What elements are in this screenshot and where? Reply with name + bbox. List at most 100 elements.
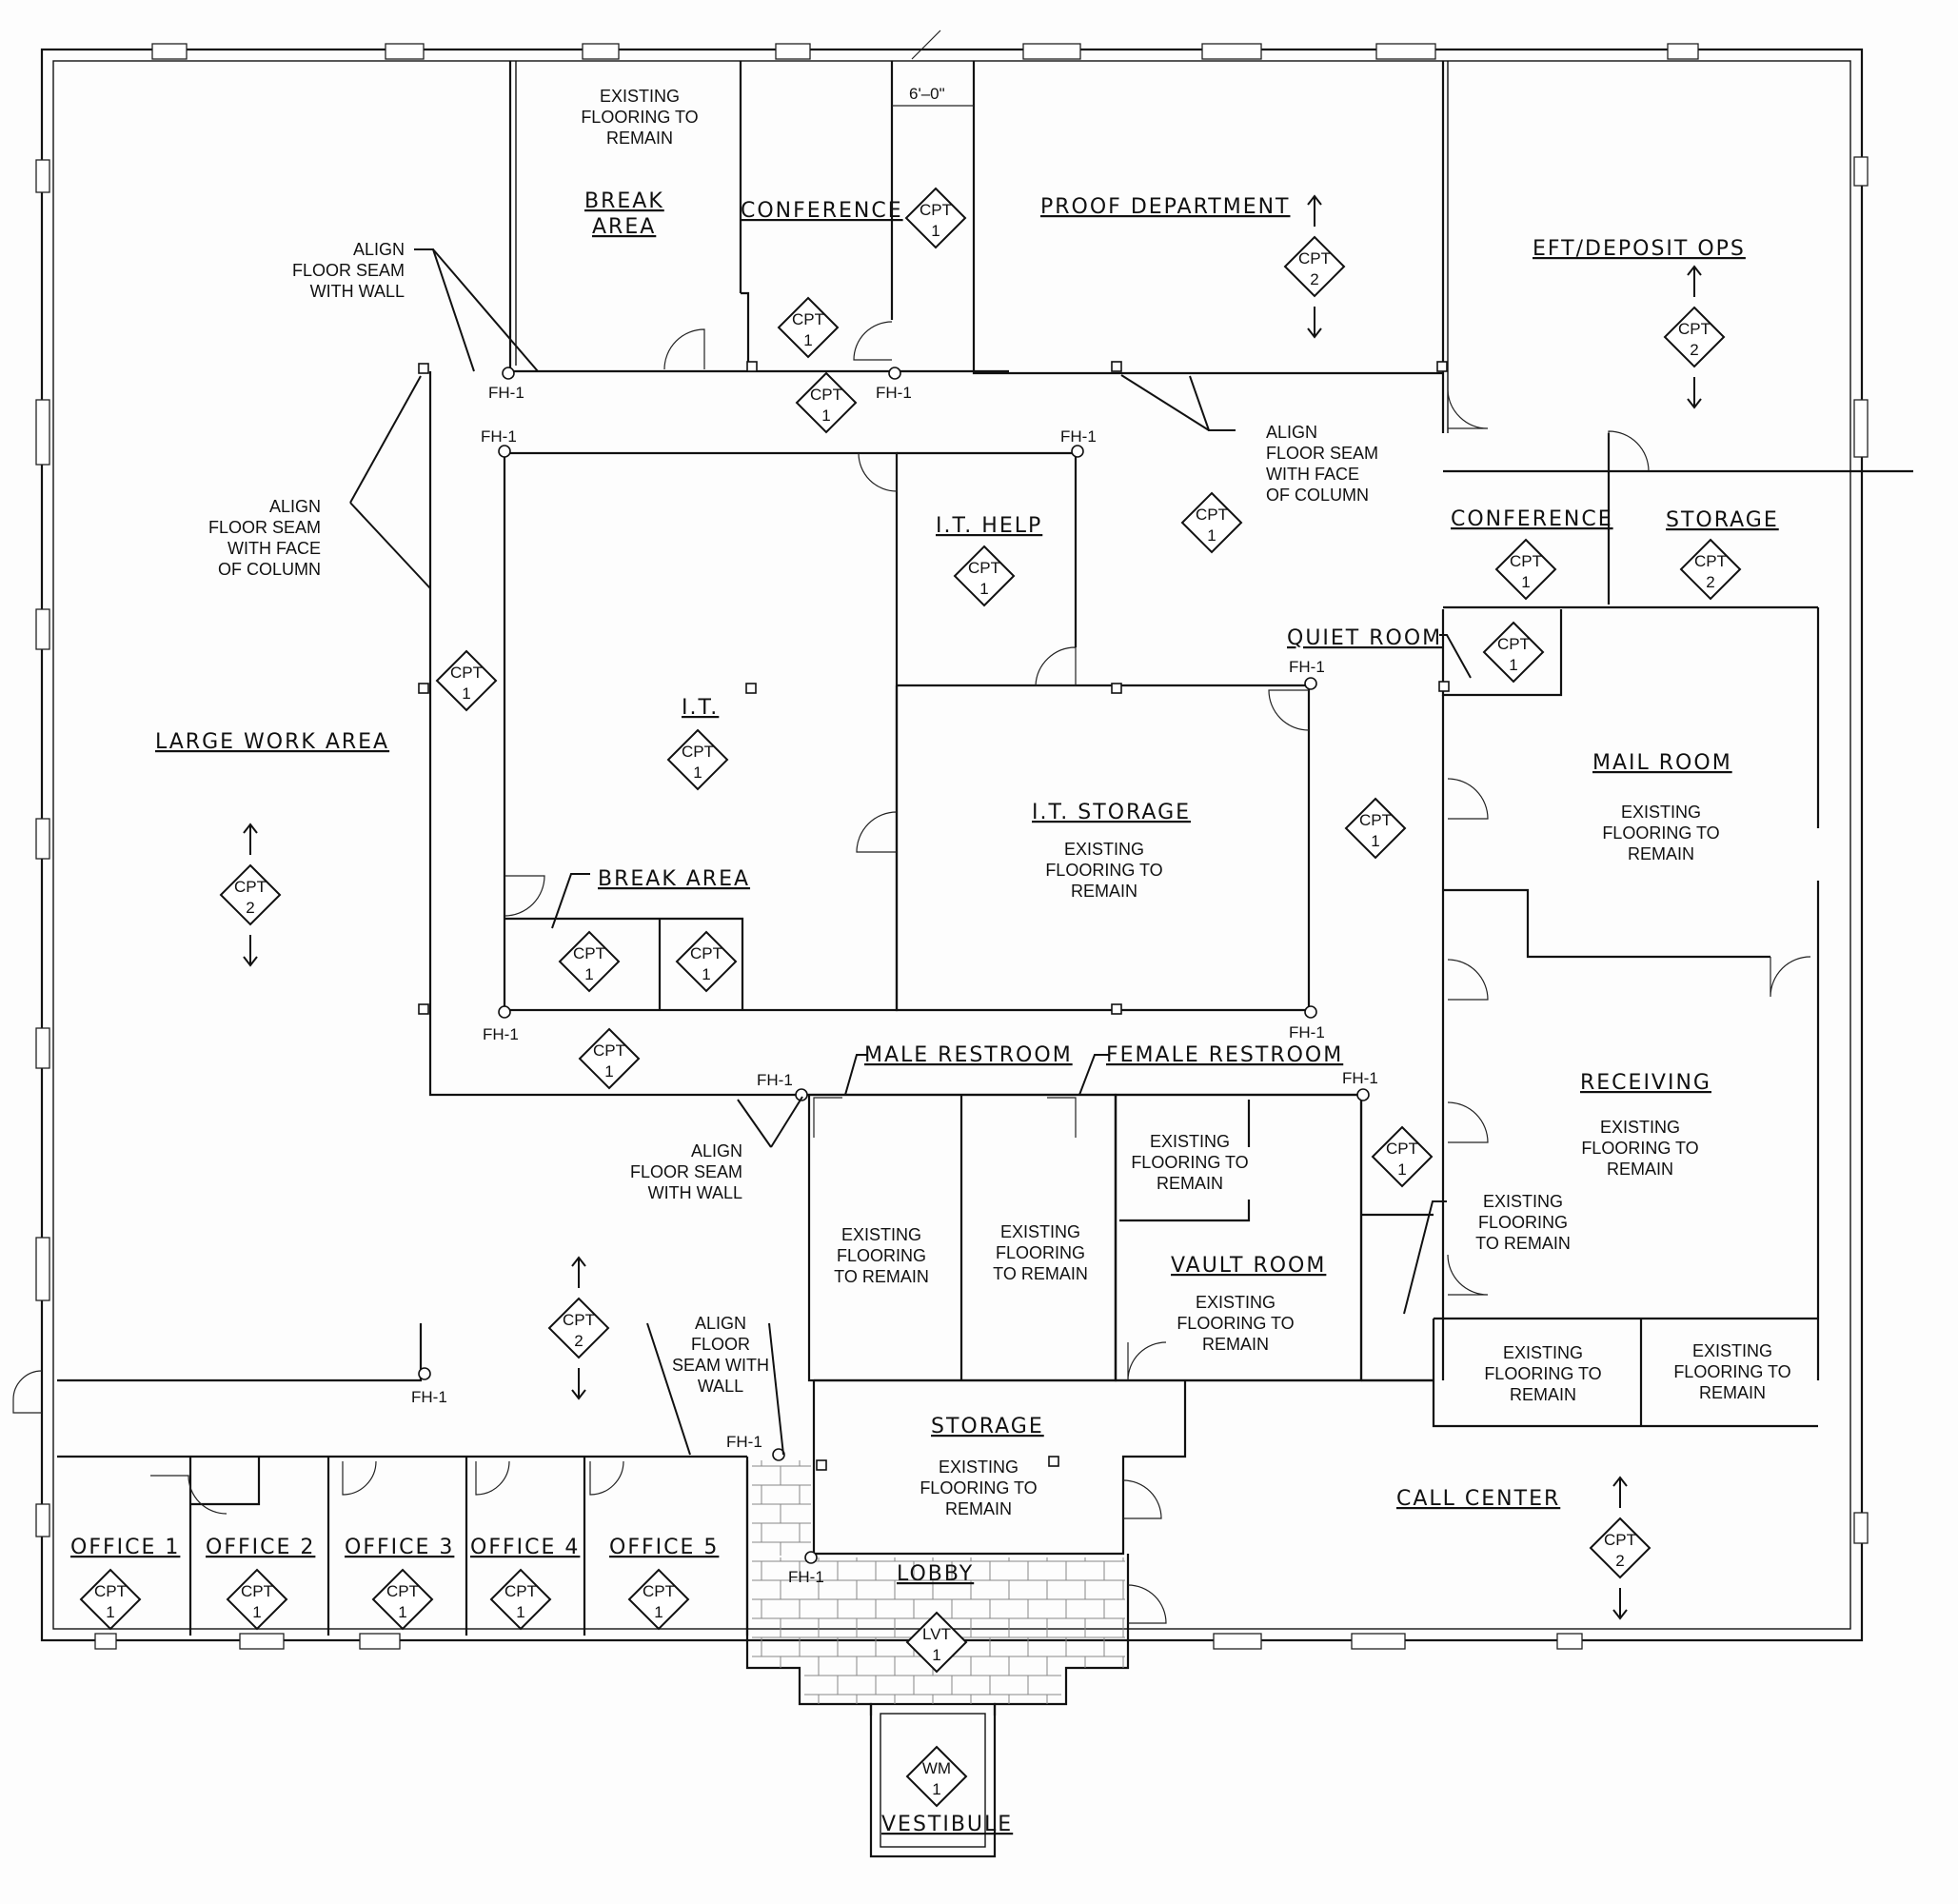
tag-code: CPT — [1510, 552, 1542, 570]
fh-label: FH-1 — [1289, 658, 1325, 676]
cpt-2-tag: CPT 2 — [1283, 235, 1346, 298]
tag-diamond — [777, 296, 840, 359]
tag-diamond — [547, 1297, 610, 1359]
fh-label: FH-1 — [481, 427, 517, 446]
tag-code: CPT — [643, 1582, 675, 1600]
room-proof-department: PROOF DEPARTMENT — [1040, 195, 1290, 219]
tag-diamond — [578, 1027, 641, 1090]
arrow-up-icon — [1687, 265, 1702, 297]
cpt-1-tag: CPT 1 — [489, 1568, 552, 1631]
leader-lines — [349, 248, 1472, 1456]
room-mail-room: MAIL ROOM — [1592, 751, 1732, 775]
tag-code: CPT — [690, 944, 722, 962]
tag-number: 2 — [1615, 1552, 1624, 1570]
tag-diamond — [226, 1568, 288, 1631]
room-break-area-mid: BREAK AREA — [598, 867, 750, 891]
room-labels: LARGE WORK AREA BREAK AREA CONFERENCE PR… — [70, 189, 1777, 1836]
fh-label: FH-1 — [876, 384, 912, 402]
room-lobby: LOBBY — [897, 1562, 974, 1586]
tag-code: CPT — [1694, 552, 1727, 570]
tag-number: 1 — [516, 1603, 524, 1621]
tag-diamond — [675, 930, 738, 993]
tag-diamond — [795, 371, 858, 434]
tag-code: CPT — [920, 201, 952, 219]
cpt-1-tag: CPT 1 — [1494, 538, 1557, 601]
fh-labels: FH-1 FH-1 FH-1 FH-1 FH-1 FH-1 FH-1 FH-1 … — [411, 384, 1378, 1586]
carpet-direction-arrows — [243, 194, 1702, 1620]
fh-markers — [418, 367, 1370, 1564]
tag-number: 1 — [932, 1780, 940, 1798]
tag-number: 1 — [821, 407, 830, 425]
tag-number: 1 — [1521, 573, 1530, 591]
tag-diamond — [1589, 1517, 1651, 1579]
tag-code: CPT — [593, 1041, 625, 1060]
interior-walls — [57, 61, 1913, 1858]
tag-number: 2 — [246, 899, 254, 917]
room-office-2: OFFICE 2 — [206, 1536, 315, 1559]
tag-diamond — [905, 1745, 968, 1808]
tag-code: CPT — [386, 1582, 419, 1600]
tag-code: CPT — [1497, 635, 1530, 653]
tag-code: CPT — [573, 944, 605, 962]
tag-diamond — [953, 545, 1016, 607]
windows — [35, 43, 1869, 1650]
fh-label: FH-1 — [1342, 1069, 1378, 1087]
tag-diamond — [1679, 538, 1742, 601]
tag-code: CPT — [1359, 811, 1392, 829]
tag-diamond — [1482, 621, 1545, 684]
tag-diamond — [1371, 1125, 1434, 1188]
tag-diamond — [435, 649, 498, 712]
doors — [12, 30, 1811, 1624]
room-vault-room: VAULT ROOM — [1171, 1254, 1326, 1278]
tag-diamond — [627, 1568, 690, 1631]
tag-number: 1 — [1371, 832, 1379, 850]
room-office-4: OFFICE 4 — [470, 1536, 580, 1559]
arrow-down-icon — [1687, 377, 1702, 409]
room-break-area-top-2: AREA — [592, 215, 656, 239]
tag-number: 1 — [931, 222, 939, 240]
tag-code: CPT — [1298, 249, 1331, 268]
tag-diamond — [1180, 491, 1243, 554]
tag-number: 2 — [1310, 270, 1318, 288]
tag-code: LVT — [922, 1625, 951, 1643]
dimension-text: 6'–0" — [909, 85, 945, 103]
tag-code: CPT — [504, 1582, 537, 1600]
room-vestibule: VESTIBULE — [881, 1813, 1013, 1836]
tag-number: 2 — [1690, 341, 1698, 359]
tag-code: CPT — [968, 559, 1000, 577]
arrow-up-icon — [571, 1256, 586, 1288]
fh-label: FH-1 — [483, 1025, 519, 1043]
fh-label: FH-1 — [788, 1568, 824, 1586]
arrow-up-icon — [1612, 1476, 1628, 1508]
arrow-up-icon — [243, 823, 258, 855]
room-office-5: OFFICE 5 — [609, 1536, 719, 1559]
room-conference-right: CONFERENCE — [1451, 507, 1613, 531]
tag-number: 2 — [1706, 573, 1714, 591]
dimension-6ft: 6'–0" — [892, 85, 974, 107]
wm-1-tag: WM1 — [905, 1745, 968, 1808]
room-female-restroom: FEMALE RESTROOM — [1106, 1043, 1343, 1067]
finish-tags: CPT1CPT1CPT1CPT2CPT2CPT1CPT2CPT1CPT1CPT1… — [79, 187, 1742, 1808]
